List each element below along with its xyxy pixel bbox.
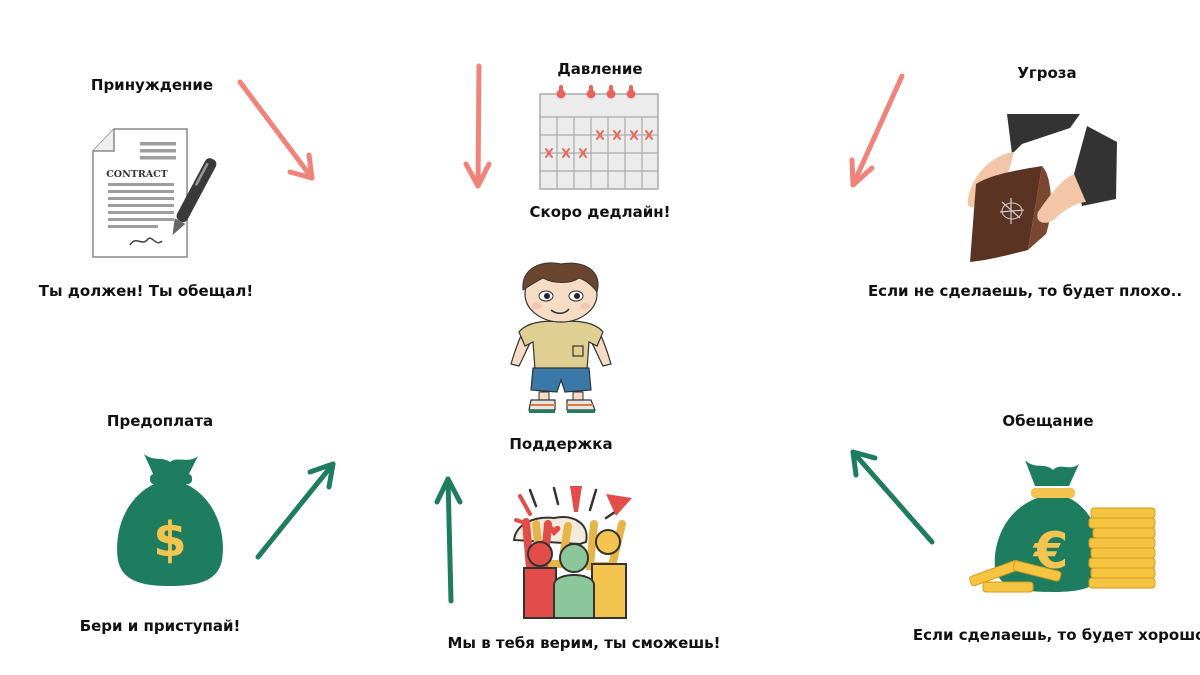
contract-icon: CONTRACT [92, 128, 217, 258]
dollar-bag-icon: $ [117, 454, 223, 586]
prepayment-caption: Бери и приступай! [79, 617, 241, 635]
boy-character-icon [510, 262, 612, 413]
encourage-caption: Мы в тебя верим, ты сможешь! [447, 634, 721, 652]
euro-money-icon: € [969, 460, 1156, 593]
dollar-symbol: $ [153, 512, 186, 568]
arrow-coercion [237, 79, 315, 181]
contract-word: CONTRACT [106, 169, 168, 180]
coercion-caption: Ты должен! Ты обещал! [38, 282, 254, 300]
center-label: Поддержка [509, 435, 613, 453]
calendar-icon [539, 85, 659, 190]
prepayment-title: Предоплата [106, 412, 214, 430]
arrow-prepayment [255, 461, 336, 560]
pressure-title: Давление [557, 60, 643, 78]
pressure-caption: Скоро дедлайн! [529, 203, 671, 221]
threat-title: Угроза [1017, 64, 1077, 82]
arrow-pressure [463, 63, 492, 189]
coercion-title: Принуждение [90, 76, 214, 94]
promise-title: Обещание [1002, 412, 1094, 430]
threat-caption: Если не сделаешь, то будет плохо.. [867, 282, 1183, 300]
promise-caption: Если сделаешь, то будет хорошо. [912, 626, 1200, 644]
arrow-encourage [434, 476, 463, 604]
arrow-promise [850, 449, 935, 545]
empty-wallet-icon [967, 114, 1117, 262]
arrow-threat [849, 73, 905, 188]
cheering-crowd-icon [512, 486, 632, 619]
